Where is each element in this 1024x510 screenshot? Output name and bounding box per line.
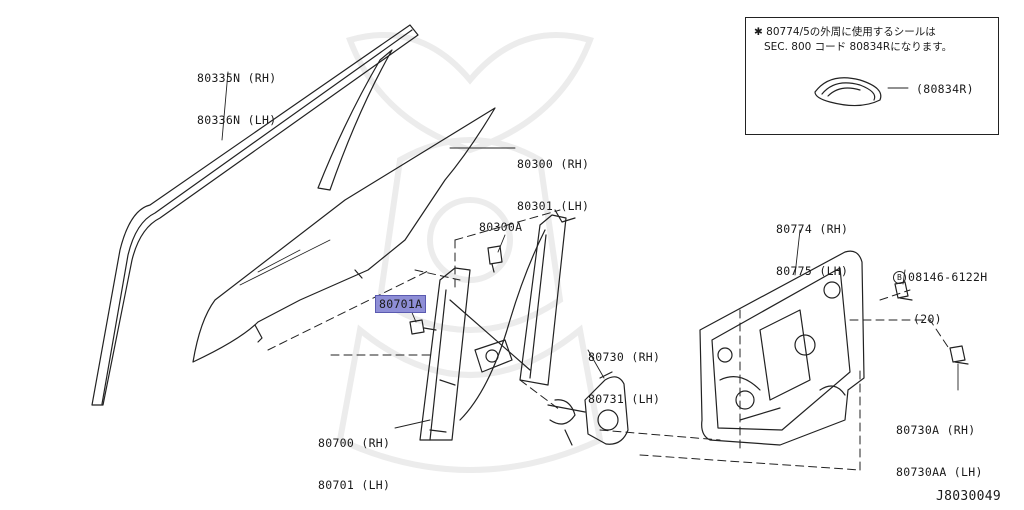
bolt-80701a: [409, 319, 437, 335]
label-bolt-qty: (20): [913, 312, 942, 326]
seal-note-box: ✱ 80774/5の外周に使用するシールは SEC. 800 コード 80834…: [745, 17, 999, 135]
seal-coil-80834r: [814, 77, 882, 107]
label-80834r: (80834R): [916, 82, 974, 96]
note-mark: ✱: [754, 26, 763, 38]
label-80730: 80730 (RH) 80731 (LH): [588, 322, 660, 420]
label-80775-lh: 80775 (LH): [776, 264, 849, 278]
label-bolt-part: 08146-6122H: [908, 270, 988, 284]
label-80700-rh: 80700 (RH): [318, 436, 391, 450]
bolt-80300a: [487, 245, 503, 273]
label-80774-rh: 80774 (RH): [776, 222, 849, 236]
label-80335n-rh: 80335N (RH): [197, 71, 277, 85]
label-80730aa-lh: 80730AA (LH): [896, 465, 983, 479]
screw-80730a: [949, 345, 969, 365]
label-80731-lh: 80731 (LH): [588, 392, 661, 406]
label-80300a: 80300A: [479, 220, 523, 234]
bolt-b-circle-icon: B: [893, 271, 906, 284]
note-line-1: ✱ 80774/5の外周に使用するシールは: [754, 24, 936, 39]
door-glass: [192, 107, 496, 363]
glass-run-channel: [91, 24, 419, 406]
label-80300: 80300 (RH) 80301 (LH): [517, 129, 589, 227]
leader-dashed-lines: [267, 209, 951, 471]
window-regulator: [419, 209, 576, 441]
note-text-1: 80774/5の外周に使用するシールは: [766, 26, 936, 38]
watermark-emblem: [336, 32, 604, 473]
label-80730a-rh: 80730A (RH): [896, 423, 976, 437]
diagram-code: J8030049: [936, 489, 1002, 504]
label-80335n: 80335N (RH) 80336N (LH): [197, 43, 276, 141]
note-text-2: SEC. 800 コード 80834Rになります。: [764, 41, 953, 53]
label-80730a: 80730A (RH) 80730AA (LH): [896, 395, 983, 493]
label-80336n-lh: 80336N (LH): [197, 113, 277, 127]
label-80774: 80774 (RH) 80775 (LH): [776, 194, 848, 292]
label-80300-rh: 80300 (RH): [517, 157, 590, 171]
label-80301-lh: 80301 (LH): [517, 199, 590, 213]
label-80700: 80700 (RH) 80701 (LH): [318, 408, 390, 506]
label-80701-lh: 80701 (LH): [318, 478, 391, 492]
label-80730-rh: 80730 (RH): [588, 350, 661, 364]
regulator-motor: [547, 371, 629, 446]
door-module-panel: [699, 250, 865, 446]
label-80701a-highlighted[interactable]: 80701A: [375, 295, 427, 313]
